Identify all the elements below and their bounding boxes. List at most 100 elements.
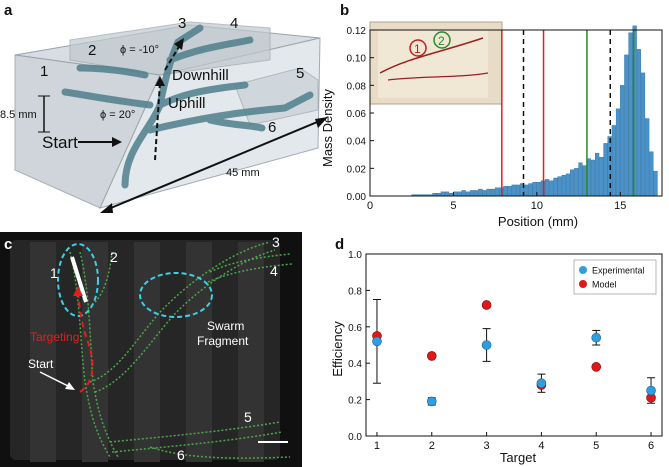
legend-label: Experimental bbox=[592, 266, 645, 276]
histogram-bar bbox=[440, 191, 445, 197]
panel-c-micrograph: 1 2 3 4 5 6 Targeting Start Swarm Fragme… bbox=[0, 232, 302, 467]
inset-label-1: 1 bbox=[414, 42, 421, 56]
angle-bottom-label: ϕ = 20° bbox=[100, 109, 135, 121]
x-axis-label: Position (mm) bbox=[498, 214, 578, 229]
y-tick-label: 0.12 bbox=[347, 26, 367, 37]
histogram-bar bbox=[507, 186, 512, 197]
width-arrowhead-left-icon bbox=[100, 203, 113, 213]
y-tick-label: 0.04 bbox=[347, 137, 367, 148]
y-tick-label: 0.2 bbox=[348, 396, 362, 407]
model-point bbox=[591, 362, 602, 372]
histogram-bar bbox=[549, 180, 554, 197]
histogram-bar bbox=[561, 175, 566, 197]
histogram-bar bbox=[494, 187, 500, 197]
legend-marker bbox=[579, 280, 587, 288]
y-tick-label: 0.4 bbox=[348, 359, 362, 370]
x-tick-label: 6 bbox=[648, 440, 654, 452]
target-1-ring bbox=[57, 243, 99, 317]
c-target-label-3: 3 bbox=[272, 234, 280, 250]
histogram-bar bbox=[474, 190, 479, 197]
histogram-bar bbox=[528, 183, 533, 197]
legend-label: Model bbox=[592, 280, 617, 290]
histogram-bar bbox=[620, 85, 625, 197]
x-tick-label: 1 bbox=[374, 440, 380, 452]
start-pointer-head-icon bbox=[65, 382, 75, 390]
histogram-bar bbox=[482, 190, 487, 197]
histogram-bar bbox=[490, 188, 495, 197]
histogram-bar bbox=[599, 157, 604, 197]
uphill-arrowhead-icon bbox=[155, 76, 165, 86]
c-target-label-1: 1 bbox=[50, 265, 58, 281]
targeting-path bbox=[77, 291, 94, 393]
target-label-5: 5 bbox=[296, 65, 304, 82]
target-label-1: 1 bbox=[40, 63, 48, 80]
histogram-bar bbox=[565, 173, 571, 197]
histogram-bar bbox=[524, 184, 529, 197]
swarm-fragment-ring bbox=[139, 272, 213, 318]
plot-frame bbox=[365, 253, 663, 437]
target-label-6: 6 bbox=[268, 119, 276, 136]
histogram-bar bbox=[511, 184, 516, 197]
histogram-bar bbox=[553, 177, 558, 197]
experimental-point bbox=[536, 378, 547, 389]
y-axis-label: Efficiency bbox=[330, 321, 345, 377]
experimental-point bbox=[646, 385, 656, 396]
histogram-bar bbox=[574, 168, 579, 197]
histogram-bar bbox=[636, 49, 641, 197]
y-tick-label: 0.00 bbox=[347, 192, 367, 203]
x-tick-label: 5 bbox=[450, 200, 456, 212]
histogram-bar bbox=[611, 125, 616, 197]
histogram-bar bbox=[486, 188, 491, 197]
y-tick-label: 0.6 bbox=[348, 323, 362, 334]
panel-b-label: b bbox=[340, 2, 350, 19]
experimental-point bbox=[372, 336, 382, 347]
target-label-4: 4 bbox=[230, 15, 238, 32]
histogram-bar bbox=[628, 32, 633, 197]
histogram-bar bbox=[457, 191, 462, 197]
x-tick-label: 4 bbox=[538, 440, 544, 452]
histogram-bar bbox=[640, 72, 646, 197]
y-tick-label: 0.02 bbox=[347, 164, 367, 175]
height-label: 8.5 mm bbox=[0, 109, 37, 121]
targeting-arrowhead-icon bbox=[73, 286, 83, 296]
histogram-bar bbox=[478, 188, 483, 197]
inset-photo: 1 2 bbox=[369, 21, 503, 105]
y-axis-label: Mass Density bbox=[320, 88, 335, 167]
start-pointer bbox=[39, 371, 71, 388]
x-tick-label: 10 bbox=[531, 200, 543, 212]
target-label-3: 3 bbox=[178, 15, 186, 32]
histogram-bar bbox=[649, 151, 654, 197]
histogram-bar bbox=[465, 191, 470, 197]
histogram-bar bbox=[578, 162, 583, 197]
experimental-point bbox=[481, 340, 492, 350]
histogram-bar bbox=[603, 143, 608, 197]
x-tick-label: 2 bbox=[429, 440, 435, 452]
histogram-bar bbox=[595, 152, 600, 197]
histogram-bar bbox=[444, 191, 450, 197]
raised-step-back bbox=[69, 21, 271, 76]
c-target-label-6: 6 bbox=[177, 447, 185, 463]
y-tick-label: 1.0 bbox=[348, 250, 362, 261]
panel-d-label: d bbox=[335, 236, 345, 253]
swarm-fragment-label-1: Swarm bbox=[207, 319, 244, 333]
experimental-point bbox=[426, 396, 437, 407]
y-tick-label: 0.08 bbox=[347, 81, 367, 92]
target-label-2: 2 bbox=[88, 42, 96, 59]
downhill-label: Downhill bbox=[172, 67, 229, 84]
start-arrowhead-icon bbox=[112, 137, 122, 147]
x-axis-label: Target bbox=[500, 450, 537, 465]
start-label-c: Start bbox=[28, 357, 54, 371]
panel-a-diagram: 1 2 3 4 5 6 ϕ = -10° ϕ = 20° Downhill Up… bbox=[0, 15, 328, 213]
x-tick-label: 0 bbox=[367, 200, 373, 212]
x-tick-label: 3 bbox=[484, 440, 490, 452]
histogram-bar bbox=[503, 186, 508, 197]
histogram-bar bbox=[544, 179, 550, 197]
y-tick-label: 0.0 bbox=[348, 432, 362, 443]
x-tick-label: 15 bbox=[614, 200, 626, 212]
swarm-fragment-label-2: Fragment bbox=[197, 334, 249, 348]
width-arrowhead-right-icon bbox=[315, 117, 328, 128]
c-target-label-5: 5 bbox=[244, 409, 252, 425]
legend-box bbox=[573, 259, 657, 295]
c-target-label-2: 2 bbox=[110, 249, 118, 265]
